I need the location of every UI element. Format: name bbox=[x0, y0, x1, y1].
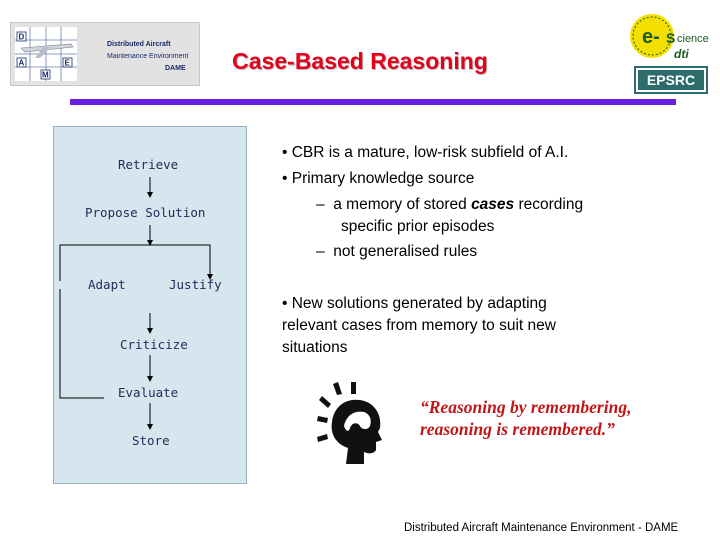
bullet-1-text: CBR is a mature, low-risk subfield of A.… bbox=[291, 144, 569, 161]
sub-bullet-1-pre: a memory of stored bbox=[333, 196, 472, 213]
svg-text:S: S bbox=[666, 30, 675, 46]
footer-text: Distributed Aircraft Maintenance Environ… bbox=[404, 522, 679, 534]
sub-bullet-2-text: not generalised rules bbox=[333, 243, 478, 260]
sub-bullet-1-post: recording bbox=[514, 196, 584, 213]
step-evaluate: Evaluate bbox=[118, 385, 179, 400]
bullet-1: • CBR is a mature, low-risk subfield of … bbox=[282, 144, 569, 161]
sub-bullet-1-emphasis: cases bbox=[471, 196, 515, 213]
grid-letter-m: M bbox=[42, 71, 49, 80]
grid-letter-d: D bbox=[19, 33, 25, 42]
dame-logo-line2: Maintenance Environment bbox=[107, 53, 189, 60]
dame-logo: D A E M Distributed Aircraft Maintenance… bbox=[10, 22, 200, 86]
page-title: Case-Based Reasoning bbox=[232, 48, 488, 74]
quote-line1: “Reasoning by remembering, bbox=[420, 397, 632, 417]
grid-letter-e: E bbox=[65, 59, 71, 68]
dame-grid-logo-icon: D A E M bbox=[15, 27, 77, 81]
bullet-3-line1: New solutions generated by adapting bbox=[291, 295, 547, 312]
bullet-2: • Primary knowledge source bbox=[282, 170, 475, 187]
cbr-cycle-diagram: Retrieve Propose Solution Adapt Justify … bbox=[53, 126, 247, 484]
step-justify: Justify bbox=[169, 277, 222, 292]
bullet-2-text: Primary knowledge source bbox=[291, 170, 475, 187]
step-propose-solution: Propose Solution bbox=[85, 205, 206, 220]
thinking-head-icon bbox=[317, 382, 382, 464]
grid-letter-a: A bbox=[19, 59, 25, 68]
step-adapt: Adapt bbox=[88, 277, 126, 292]
svg-text:cience: cience bbox=[677, 33, 709, 45]
escience-logo: e- S cience dti bbox=[630, 12, 710, 62]
sub-bullet-2: – not generalised rules bbox=[316, 243, 478, 260]
svg-text:e-: e- bbox=[642, 26, 660, 48]
step-retrieve: Retrieve bbox=[118, 157, 179, 172]
title-underline-bar bbox=[70, 99, 676, 105]
step-store: Store bbox=[132, 433, 170, 448]
svg-text:dti: dti bbox=[674, 47, 689, 61]
epsrc-logo: EPSRC bbox=[634, 66, 708, 94]
sub-bullet-1: – a memory of stored cases recording bbox=[316, 196, 584, 213]
quote-line2: reasoning is remembered.” bbox=[420, 419, 615, 439]
bullet-3-line3: situations bbox=[282, 339, 348, 356]
dame-logo-line1: Distributed Aircraft bbox=[107, 41, 171, 48]
bullet-3: • New solutions generated by adapting bbox=[282, 295, 547, 312]
dame-logo-line3: DAME bbox=[165, 65, 186, 72]
sub-bullet-1-line2: specific prior episodes bbox=[341, 218, 495, 235]
quote: “Reasoning by remembering, reasoning is … bbox=[420, 396, 680, 440]
epsrc-logo-text: EPSRC bbox=[636, 68, 706, 92]
step-criticize: Criticize bbox=[120, 337, 188, 352]
flow-arrows bbox=[59, 177, 213, 430]
bullet-3-line2: relevant cases from memory to suit new bbox=[282, 317, 556, 334]
